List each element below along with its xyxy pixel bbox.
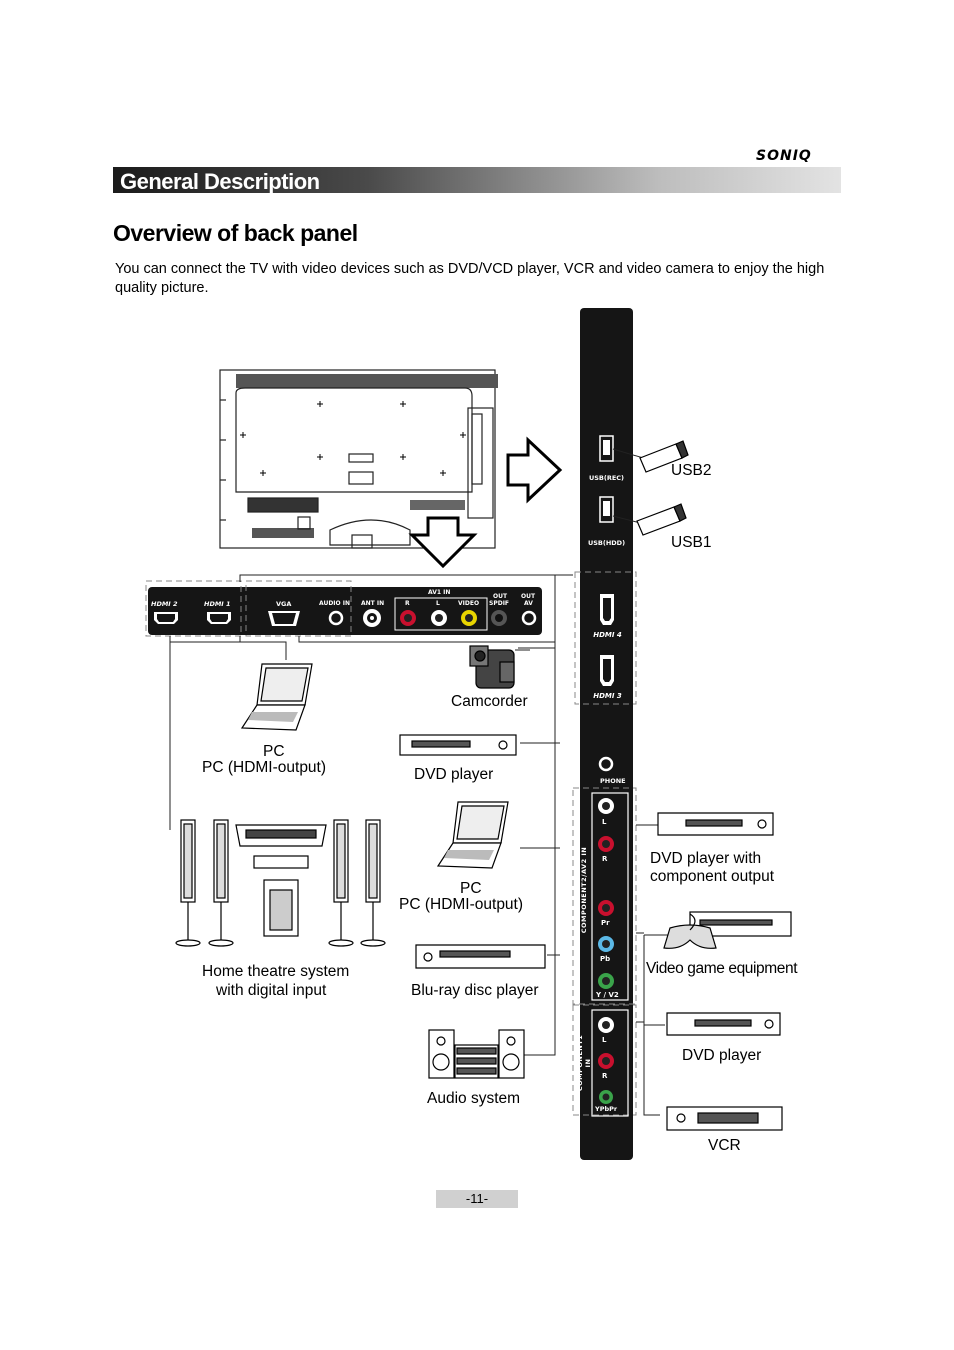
home-theatre-label-2: with digital input xyxy=(216,982,327,999)
c1-ypbpr-label: YPbPr xyxy=(595,1105,618,1113)
vga-label: VGA xyxy=(276,600,292,608)
bluray-label: Blu-ray disc player xyxy=(411,982,539,999)
home-theatre-label-1: Home theatre system xyxy=(202,963,350,980)
av1-in-label: AV1 IN xyxy=(428,589,451,596)
c1-l-label: L xyxy=(602,1036,607,1044)
out-spdif-label-2: SPDIF xyxy=(489,600,510,607)
pc1-hdmi-label: PC (HDMI-output) xyxy=(202,759,327,776)
av1-l-label: L xyxy=(436,600,440,607)
out-av-label-1: OUT xyxy=(521,593,536,600)
usb2-label: USB2 xyxy=(671,462,712,479)
hdmi4-label: HDMI 4 xyxy=(593,631,622,639)
usb-rec-label: USB(REC) xyxy=(588,474,625,482)
game-console-icon xyxy=(663,911,792,949)
bottom-panel xyxy=(148,587,542,635)
c2-y-label: Y / V2 xyxy=(596,991,619,999)
phone-label: PHONE xyxy=(600,777,626,785)
av1-video-label: VIDEO xyxy=(458,600,480,607)
dvd-component-label-1: DVD player with xyxy=(650,850,762,867)
tv-back-illustration xyxy=(219,369,498,549)
section-bar xyxy=(113,167,841,193)
page-number: -11- xyxy=(465,1191,489,1206)
dvd-right-label: DVD player xyxy=(682,1047,762,1064)
hdmi1-label: HDMI 1 xyxy=(204,600,231,608)
usb-stick-icon xyxy=(636,440,689,536)
vcr-label: VCR xyxy=(708,1137,741,1154)
c1-r-label: R xyxy=(602,1072,608,1080)
bluray-player-icon xyxy=(415,944,546,969)
camcorder-label: Camcorder xyxy=(451,693,528,710)
ant-in-label: ANT IN xyxy=(361,600,385,607)
usb-hdd-label: USB(HDD) xyxy=(587,539,626,547)
dvd-player-icon xyxy=(399,734,517,756)
usb1-label: USB1 xyxy=(671,534,712,551)
c2-r-label: R xyxy=(602,855,608,863)
brand-logo: SONIQ xyxy=(756,148,812,164)
out-av-label-2: AV xyxy=(524,600,533,607)
hdmi3-label: HDMI 3 xyxy=(593,692,622,700)
laptop-icon xyxy=(240,663,313,731)
dvd-player-icon xyxy=(657,812,774,836)
dvd-player-icon xyxy=(666,1012,781,1036)
audio-system-icon xyxy=(428,1029,525,1079)
video-game-label: Video game equipment xyxy=(646,960,798,977)
component2-label: COMPONENT2/AV2 IN xyxy=(580,846,588,934)
section-title: General Description xyxy=(120,169,320,194)
c2-l-label: L xyxy=(602,818,607,826)
camcorder-icon xyxy=(469,645,515,689)
c2-pb-label: Pb xyxy=(600,955,611,963)
home-theatre-icon xyxy=(175,819,386,947)
vcr-icon xyxy=(666,1106,783,1131)
component1-label: COMPONENT1 IN xyxy=(576,1034,592,1092)
audio-system-label: Audio system xyxy=(427,1090,521,1107)
intro-paragraph: You can connect the TV with video device… xyxy=(115,261,825,296)
page-number-box xyxy=(436,1190,518,1208)
c2-pr-label: Pr xyxy=(601,919,610,927)
audio-in-label: AUDIO IN xyxy=(319,600,350,607)
pc1-label: PC xyxy=(263,743,285,760)
side-panel xyxy=(580,308,633,1160)
hdmi2-label: HDMI 2 xyxy=(151,600,178,608)
av1-r-label: R xyxy=(405,600,410,607)
laptop-icon xyxy=(436,801,509,869)
arrow-down-icon xyxy=(408,516,478,569)
pc2-label: PC xyxy=(460,880,482,897)
dvd-left-label: DVD player xyxy=(414,766,494,783)
page-heading: Overview of back panel xyxy=(113,220,358,246)
arrow-right-icon xyxy=(506,436,563,504)
out-spdif-label-1: OUT xyxy=(493,593,508,600)
dvd-component-label-2: component output xyxy=(650,868,775,885)
pc2-hdmi-label: PC (HDMI-output) xyxy=(399,896,524,913)
